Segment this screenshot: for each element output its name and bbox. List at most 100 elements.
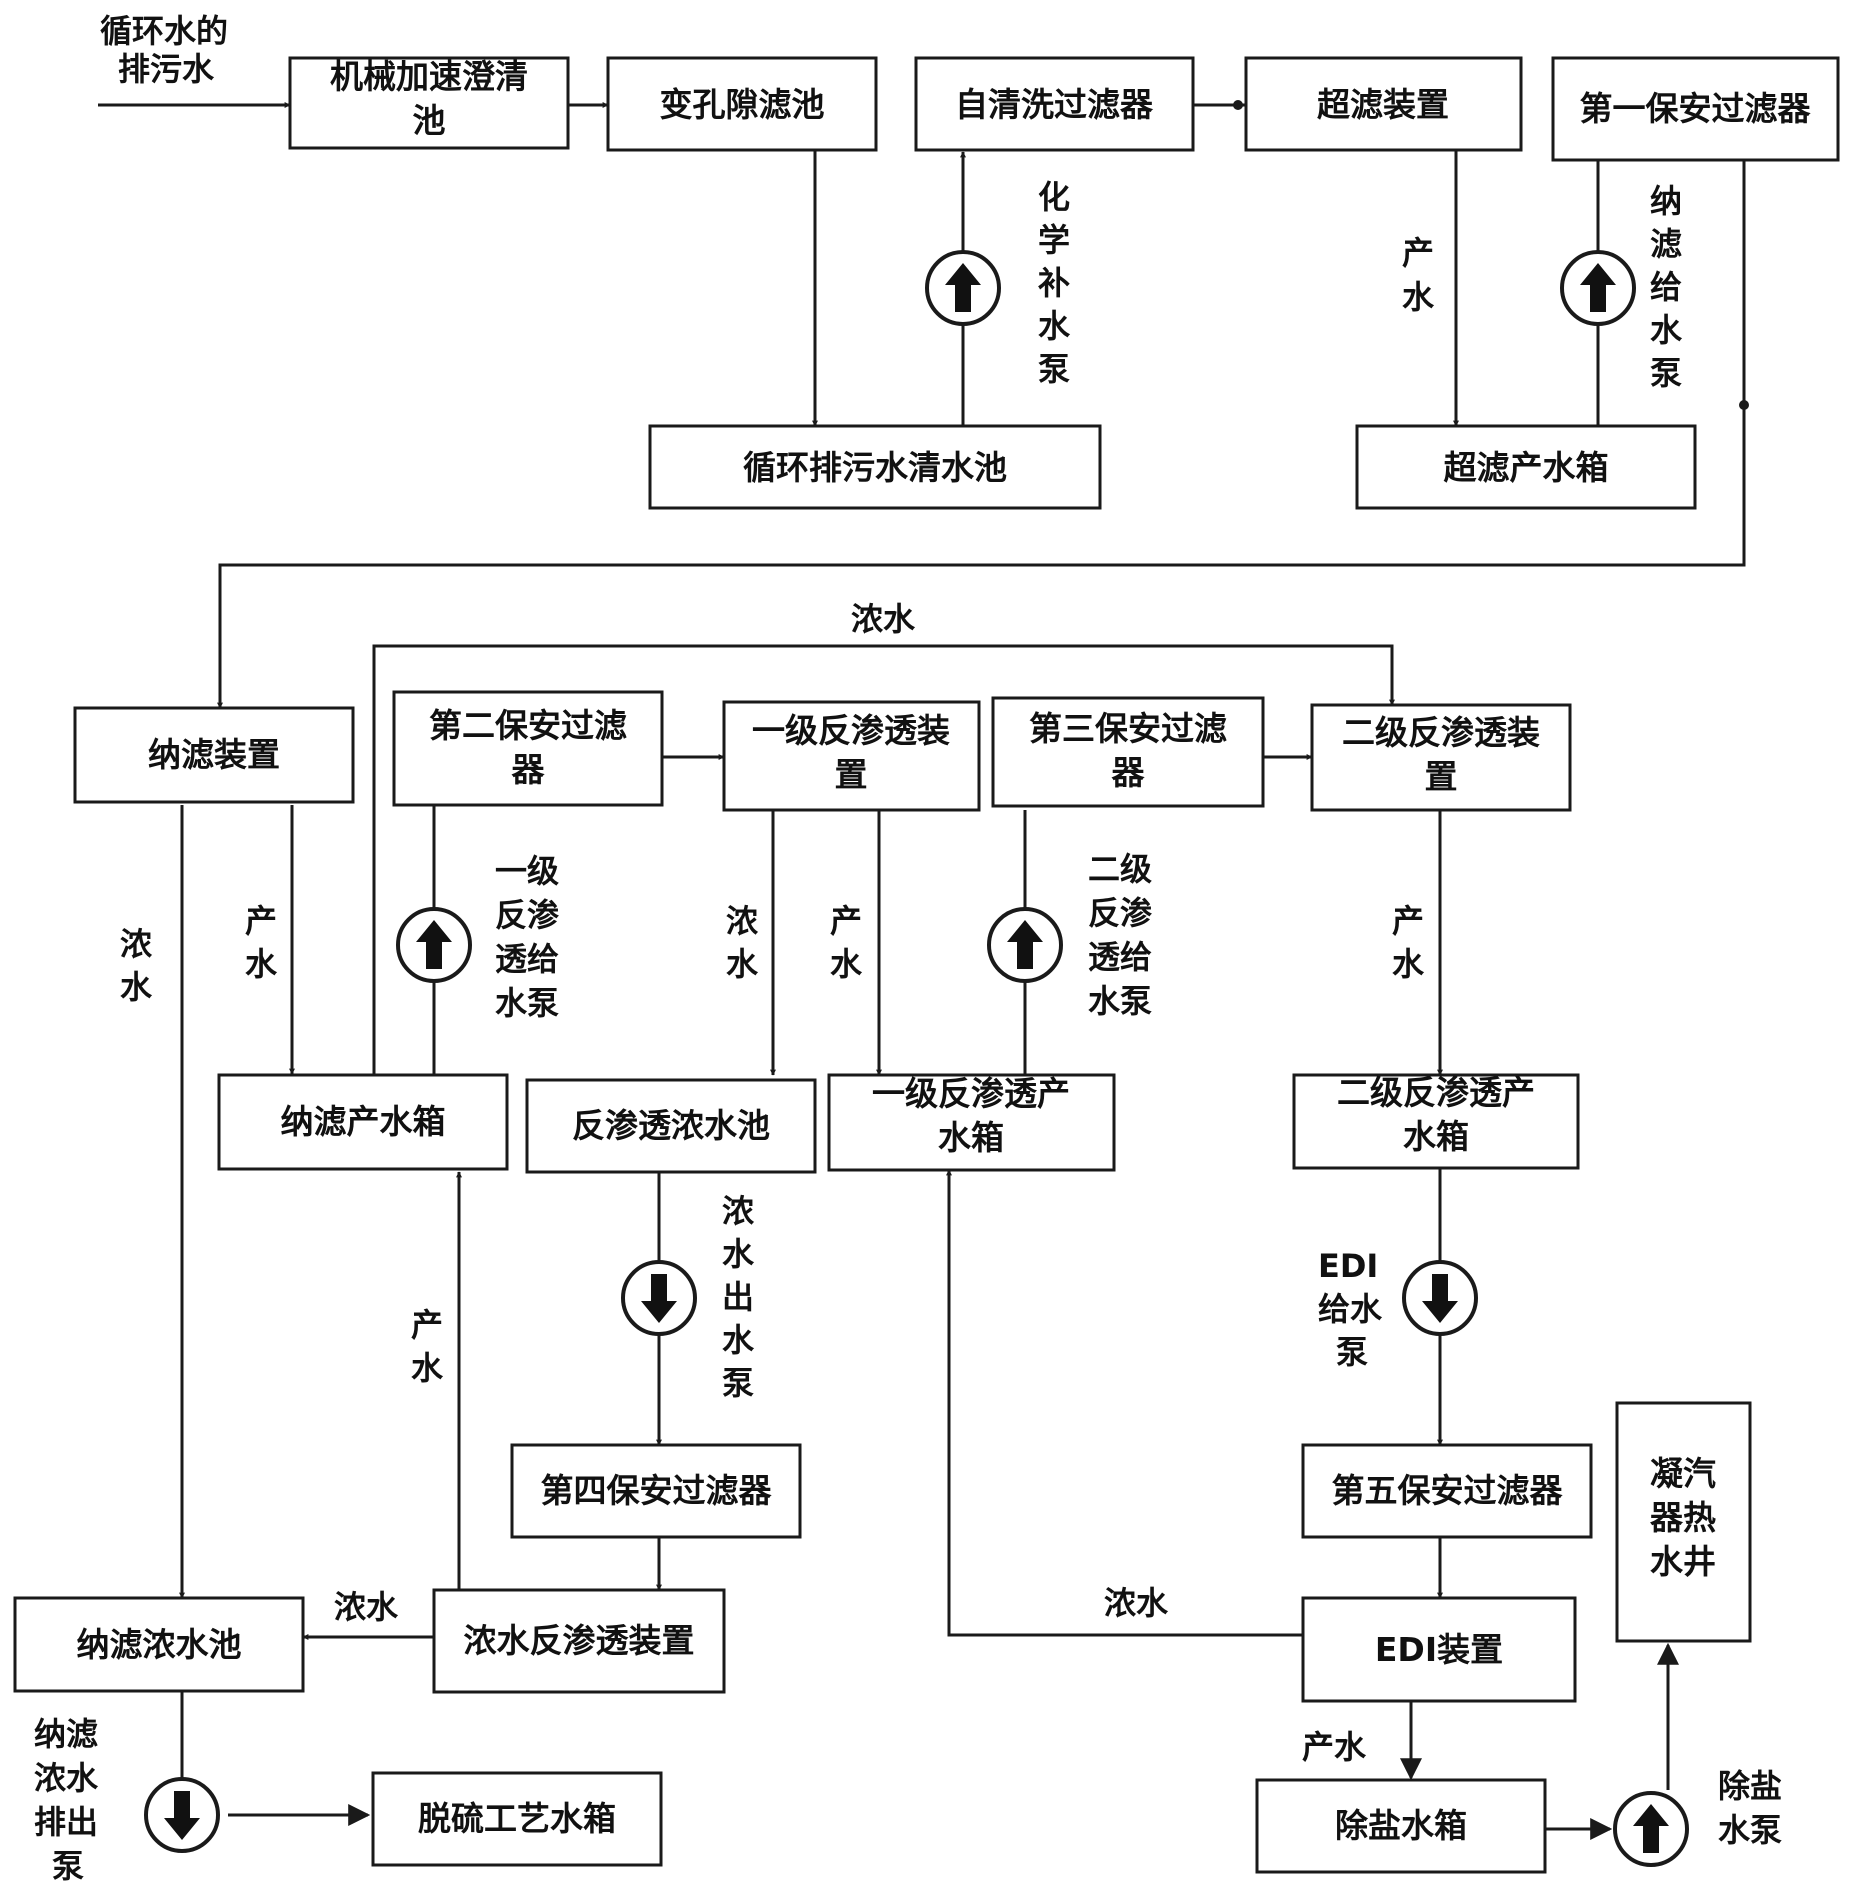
secondary-ro-feed-pump-label-4: 水泵 <box>1088 982 1152 1020</box>
self-cleaning-filter-label: 自清洗过滤器 <box>955 85 1154 124</box>
secondary-ro-product-tank-line2: 水箱 <box>1403 1117 1469 1156</box>
clarifier-box <box>288 56 570 150</box>
demin-pump-label-1: 除盐 <box>1718 1767 1782 1805</box>
concentrate-out-pump-label-1: 浓 <box>722 1192 755 1230</box>
concentrate-ro-label: 浓水反渗透装置 <box>464 1621 695 1660</box>
secondary-ro-feed-pump-label-3: 透给 <box>1088 938 1152 976</box>
variable-pore-filter-box <box>606 56 878 152</box>
nf-concentrate-label-1: 浓 <box>120 925 153 963</box>
concro-concentrate-label: 浓水 <box>334 1588 399 1626</box>
nf-feed-pump-label-3: 给 <box>1650 268 1682 306</box>
nf-product-tank-label: 纳滤产水箱 <box>281 1102 446 1141</box>
ro-concentrate-pool-label: 反渗透浓水池 <box>572 1106 770 1145</box>
condenser-hotwell-line2: 器热 <box>1650 1498 1716 1537</box>
ultrafiltration-label: 超滤装置 <box>1317 85 1449 124</box>
first-security-filter-label: 第一保安过滤器 <box>1580 89 1812 128</box>
nf-feed-pump-icon <box>1560 250 1636 326</box>
nf-feed-pump-label-5: 泵 <box>1650 354 1682 392</box>
nf-discharge-pump-label-1: 纳滤 <box>34 1715 98 1753</box>
clarifier-label-line2: 池 <box>413 101 446 140</box>
clear-water-pool-box <box>648 424 1102 510</box>
line-secfilter1-to-nf <box>218 160 1746 700</box>
third-security-filter-box <box>991 696 1265 808</box>
chemical-makeup-pump-icon <box>925 250 1001 326</box>
nf-discharge-pump-label-2: 浓水 <box>34 1759 99 1797</box>
edi-concentrate-label: 浓水 <box>1104 1584 1169 1622</box>
inlet-label-line1: 循环水的 <box>100 12 228 50</box>
ultrafiltration-box <box>1244 56 1523 152</box>
junction-dot <box>1233 100 1243 110</box>
nf-concentrate-label-2: 水 <box>120 968 153 1006</box>
edi-feed-pump-icon <box>1402 1260 1478 1336</box>
ro-concentrate-pool-box <box>525 1078 817 1174</box>
demin-pump-icon <box>1613 1791 1689 1867</box>
concentrate-out-pump-label-4: 水 <box>722 1321 755 1359</box>
second-security-filter-line2: 器 <box>512 750 546 789</box>
condenser-hotwell-box <box>1615 1401 1752 1643</box>
demineralized-tank-box <box>1255 1778 1547 1874</box>
fourth-security-filter-label: 第四保安过滤器 <box>541 1471 773 1510</box>
third-security-filter-line2: 器 <box>1112 753 1146 792</box>
primary-ro-feed-pump-icon <box>396 907 472 983</box>
uf-product-tank-label: 超滤产水箱 <box>1444 448 1609 487</box>
primary-ro-feed-pump-label-1: 一级 <box>495 852 559 890</box>
primary-ro-line1: 一级反渗透装 <box>752 711 950 750</box>
condenser-hotwell-line1: 凝汽 <box>1650 1454 1716 1493</box>
fifth-security-filter-box <box>1301 1443 1593 1539</box>
second-security-filter-box <box>392 690 664 807</box>
edi-label: EDI装置 <box>1375 1630 1503 1669</box>
secondary-ro-line2: 置 <box>1425 757 1458 796</box>
concentrate-out-pump-label-2: 水 <box>722 1235 755 1273</box>
chemical-makeup-pump-label-3: 补 <box>1038 264 1070 302</box>
nf-discharge-pump-label-4: 泵 <box>52 1847 84 1885</box>
demineralized-tank-label: 除盐水箱 <box>1335 1806 1467 1845</box>
primary-ro-feed-pump-label-3: 透给 <box>495 940 559 978</box>
edi-feed-pump-label-3: 泵 <box>1336 1333 1368 1371</box>
ro1-product-label-1: 产 <box>830 902 862 940</box>
flow-lines <box>98 100 1749 1840</box>
primary-ro-feed-pump-label-2: 反渗 <box>495 896 560 934</box>
concentrate-ro-box <box>432 1588 726 1694</box>
nf-discharge-pump-label-3: 排出 <box>34 1803 98 1841</box>
primary-ro-line2: 置 <box>835 755 868 794</box>
condenser-hotwell-line3: 水井 <box>1650 1542 1716 1581</box>
nf-product-label-1: 产 <box>245 902 277 940</box>
nf-concentrate-pool-label: 纳滤浓水池 <box>77 1625 242 1664</box>
primary-ro-box <box>722 700 981 812</box>
primary-ro-feed-pump-label-4: 水泵 <box>495 984 559 1022</box>
uf-product-label-1: 产 <box>1402 234 1434 272</box>
fourth-security-filter-box <box>510 1443 802 1539</box>
junction-dot <box>1739 400 1749 410</box>
clarifier-label-line1: 机械加速澄清 <box>330 57 528 96</box>
ro1-concentrate-label-1: 浓 <box>726 902 759 940</box>
variable-pore-filter-label: 变孔隙滤池 <box>660 85 825 124</box>
edi-feed-pump-label-1: EDI <box>1318 1247 1378 1285</box>
demin-pump-label-2: 水泵 <box>1718 1811 1782 1849</box>
line-secondary-ro-concentrate <box>372 644 1394 1075</box>
nf-product-tank-box <box>217 1073 509 1171</box>
secondary-ro-box <box>1310 703 1572 812</box>
nf-feed-pump-label-4: 水 <box>1650 311 1683 349</box>
secondary-ro-product-tank-line1: 二级反渗透产 <box>1337 1073 1535 1112</box>
secondary-ro-concentrate-label: 浓水 <box>851 600 916 638</box>
uf-product-label-2: 水 <box>1402 278 1435 316</box>
pumps <box>144 250 1689 1867</box>
edi-feed-pump-label-2: 给水 <box>1318 1290 1383 1328</box>
concentrate-out-pump-label-5: 泵 <box>722 1364 754 1402</box>
flow-labels: 循环水的 排污水 化 学 补 水 泵 产 水 纳 滤 给 水 泵 浓水 浓 水 … <box>34 12 1782 1885</box>
nf-concentrate-discharge-pump-icon <box>144 1777 220 1853</box>
inlet-label-line2: 排污水 <box>118 50 215 88</box>
nf-product-label-2: 水 <box>245 945 278 983</box>
ro1-concentrate-label-2: 水 <box>726 945 759 983</box>
third-security-filter-line1: 第三保安过滤 <box>1029 709 1227 748</box>
concentrate-out-pump-label-3: 出 <box>722 1278 754 1316</box>
chemical-makeup-pump-label-2: 学 <box>1038 221 1070 259</box>
nanofiltration-box <box>73 706 355 804</box>
ro1-product-label-2: 水 <box>830 945 863 983</box>
nanofiltration-label: 纳滤装置 <box>148 735 280 774</box>
primary-ro-product-tank-box <box>827 1073 1116 1172</box>
fifth-security-filter-label: 第五保安过滤器 <box>1332 1471 1564 1510</box>
clear-water-pool-label: 循环排污水清水池 <box>743 448 1007 487</box>
concentrate-out-pump-icon <box>621 1260 697 1336</box>
